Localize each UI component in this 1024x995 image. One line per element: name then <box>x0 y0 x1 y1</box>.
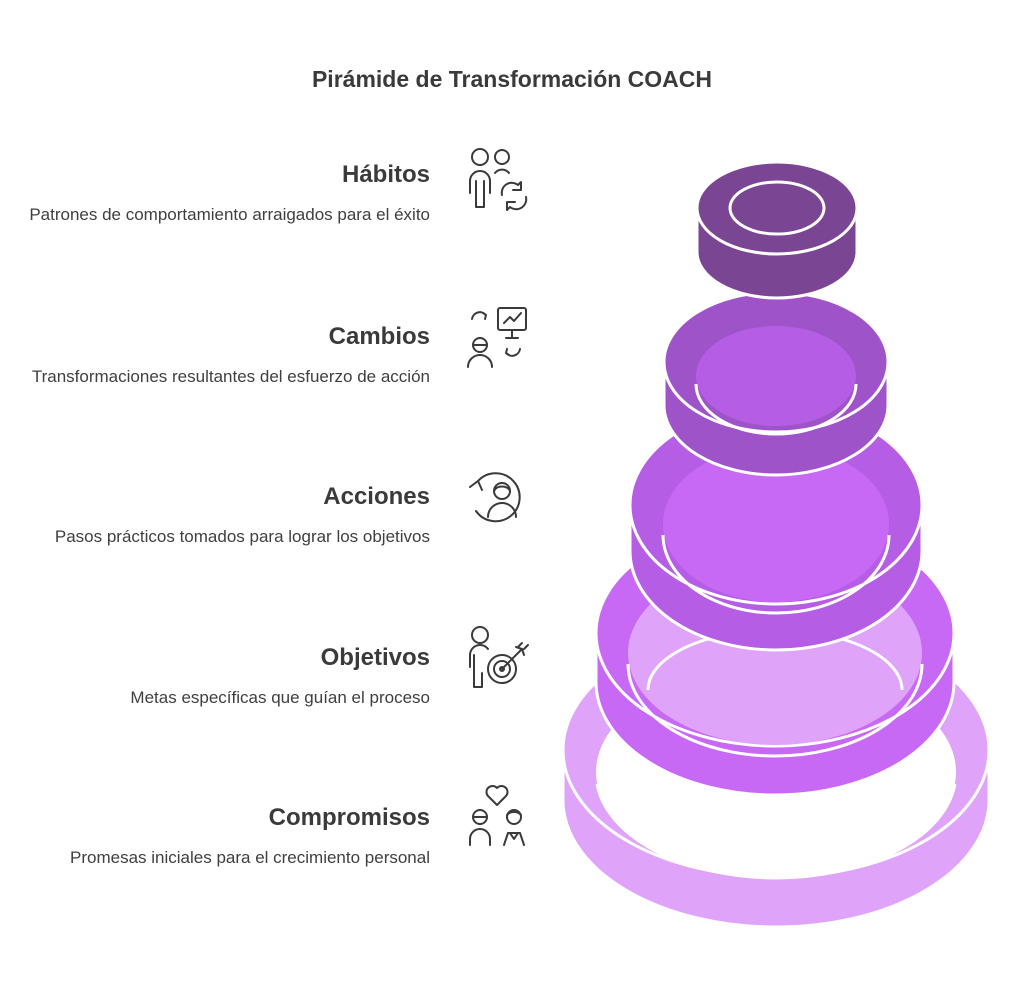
level-description: Patrones de comportamiento arraigados pa… <box>29 205 430 224</box>
page-title: Pirámide de Transformación COACH <box>311 66 713 92</box>
person-target-icon <box>462 623 532 693</box>
level-title: Cambios <box>328 323 430 350</box>
level-description: Metas específicas que guían el proceso <box>130 688 430 707</box>
level-description: Pasos prácticos tomados para lograr los … <box>54 527 430 546</box>
person-presentation-icon <box>462 303 532 373</box>
level-compromisos: Compromisos Promesas iniciales para el c… <box>10 803 430 871</box>
ring-cambios <box>662 290 890 477</box>
level-objetivos: Objetivos Metas específicas que guían el… <box>10 643 430 711</box>
person-refresh-icon <box>462 463 532 533</box>
level-title: Acciones <box>323 483 430 510</box>
heart-people-icon <box>462 783 532 853</box>
level-habitos: Hábitos Patrones de comportamiento arrai… <box>10 160 430 228</box>
level-acciones: Acciones Pasos prácticos tomados para lo… <box>10 482 430 550</box>
level-description: Promesas iniciales para el crecimiento p… <box>70 848 430 867</box>
level-cambios: Cambios Transformaciones resultantes del… <box>10 322 430 390</box>
ring-habitos <box>695 160 859 300</box>
level-title: Objetivos <box>320 644 430 671</box>
level-description: Transformaciones resultantes del esfuerz… <box>31 367 430 386</box>
level-title: Hábitos <box>341 161 430 188</box>
people-cycle-icon <box>462 143 532 213</box>
level-title: Compromisos <box>268 804 430 831</box>
